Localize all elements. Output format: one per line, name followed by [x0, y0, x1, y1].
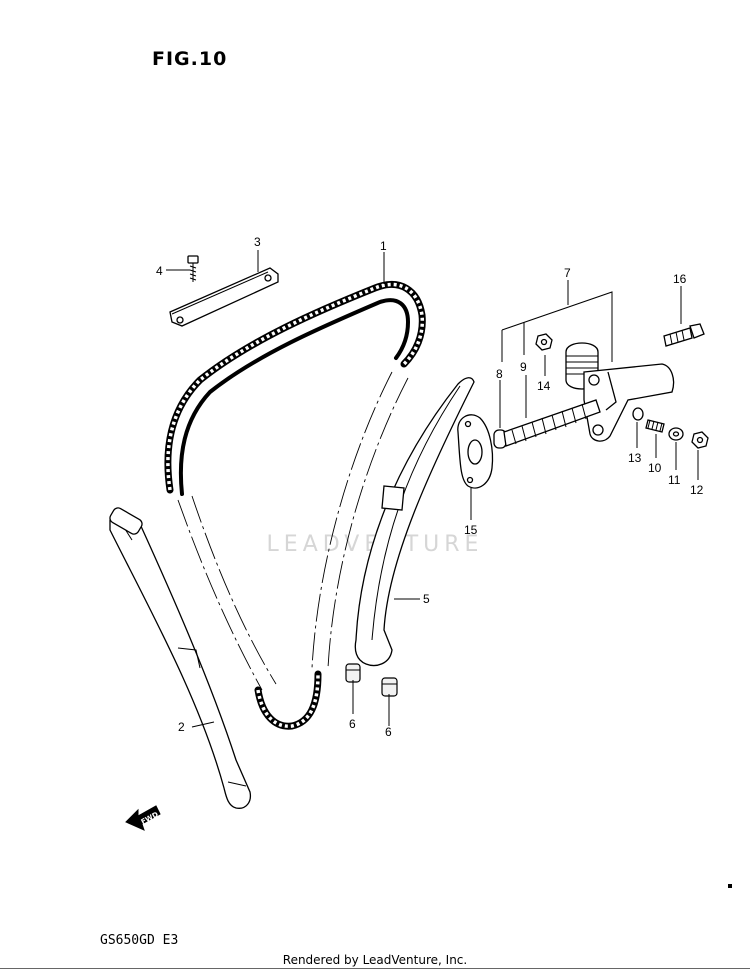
- callout-11: 11: [668, 473, 681, 487]
- callout-12: 12: [690, 483, 704, 497]
- callout-1: 1: [380, 239, 387, 253]
- part-tensioner-assembly[interactable]: [565, 342, 675, 442]
- callout-6a: 6: [349, 717, 356, 731]
- callout-6b: 6: [385, 725, 392, 739]
- footer-credit: Rendered by LeadVenture, Inc.: [282, 953, 468, 967]
- callout-14: 14: [537, 379, 551, 393]
- part-chain-guide-front[interactable]: [354, 377, 475, 667]
- part-pushrod[interactable]: [493, 399, 601, 449]
- callout-5: 5: [423, 592, 430, 606]
- part-bolt[interactable]: [663, 323, 705, 347]
- callout-4: 4: [156, 264, 163, 278]
- callout-8: 8: [496, 367, 503, 381]
- fwd-arrow-icon: FWD: [125, 805, 161, 831]
- chain-lower-run: [254, 670, 322, 730]
- leader-lines: [166, 250, 699, 728]
- callout-2: 2: [178, 720, 185, 734]
- fwd-label: FWD: [140, 810, 160, 826]
- chain-ghost-left: [177, 499, 263, 691]
- part-guide-plate[interactable]: [169, 267, 279, 327]
- callout-9: 9: [520, 360, 527, 374]
- chain-ghost-right: [311, 371, 393, 669]
- part-screw-small[interactable]: [187, 255, 199, 282]
- part-damper-a[interactable]: [345, 663, 361, 683]
- callout-10: 10: [648, 461, 662, 475]
- chain-ghost-left-2: [191, 495, 277, 685]
- part-cam-chain[interactable]: [164, 281, 426, 730]
- callout-13: 13: [628, 451, 642, 465]
- model-code: GS650GD E3: [100, 933, 179, 948]
- chain-upper-run-outer: [178, 298, 410, 496]
- footer-rule: [0, 968, 750, 969]
- chain-ghost-right-2: [327, 377, 409, 669]
- part-damper-b[interactable]: [381, 677, 398, 697]
- callout-labels: 1 2 3 4 5 6 6 7 8 9 10 11 12 13 14 15 16: [156, 235, 704, 739]
- callout-3: 3: [254, 235, 261, 249]
- part-o-ring[interactable]: [632, 407, 644, 421]
- callout-15: 15: [464, 523, 478, 537]
- callout-16: 16: [673, 272, 687, 286]
- part-spring-small[interactable]: [645, 419, 665, 433]
- part-washer[interactable]: [668, 427, 684, 441]
- figure-title: FIG.10: [152, 48, 228, 70]
- part-gasket[interactable]: [457, 414, 494, 489]
- callout-7: 7: [564, 266, 571, 280]
- part-nut[interactable]: [691, 431, 709, 449]
- part-chain-guide-rear[interactable]: [108, 506, 252, 809]
- part-nut-top[interactable]: [535, 333, 553, 351]
- scan-specks: [728, 884, 732, 888]
